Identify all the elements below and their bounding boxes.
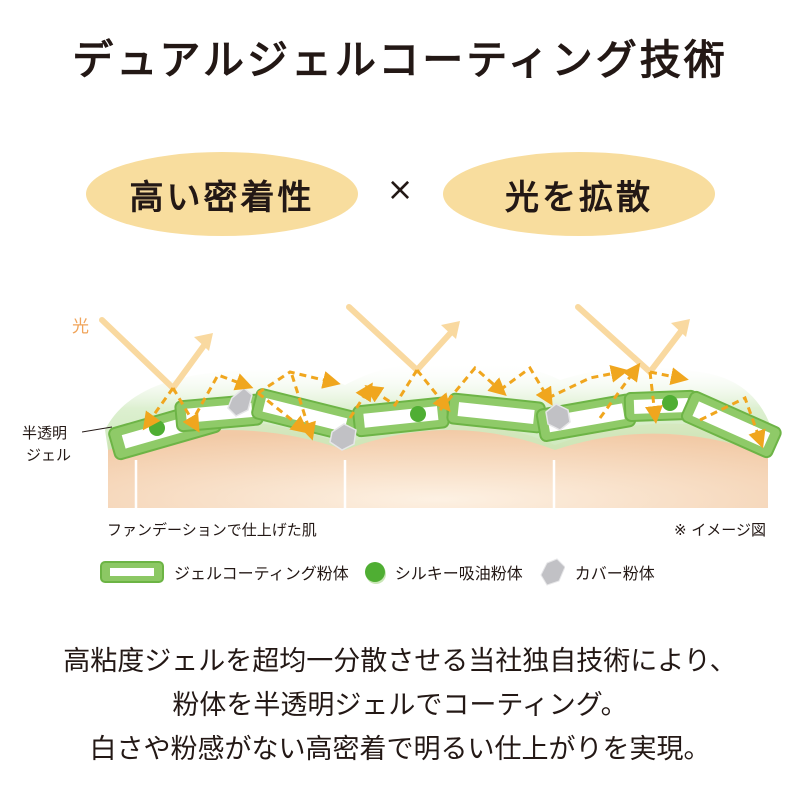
legend-label: シルキー吸油粉体: [394, 564, 523, 583]
description-line-2: 粉体を半透明ジェルでコーティング。: [172, 690, 628, 721]
legend-item-silky-powder: シルキー吸油粉体: [364, 560, 523, 584]
diagram-legend: ジェルコーティング粉体 シルキー吸油粉体 カバー粉体: [100, 556, 671, 588]
description-text: 高粘度ジェルを超均一分散させる当社独自技術により、 粉体を半透明ジェルでコーティ…: [0, 640, 800, 772]
feature-badge-adhesion: 高い密着性: [86, 152, 358, 236]
legend-label: ジェルコーティング粉体: [174, 564, 349, 583]
gel-coated-powder-icon: [100, 561, 164, 583]
description-line-3: 白さや粉感がない高密着で明るい仕上がりを実現。: [89, 734, 711, 765]
legend-label: カバー粉体: [574, 564, 655, 583]
gel-coating-diagram: [99, 304, 782, 508]
legend-item-gel-coated-powder: ジェルコーティング粉体: [100, 560, 349, 584]
feature-label-light-diffusion: 光を拡散: [505, 177, 653, 218]
silky-oil-absorbing-powder-icon: [364, 562, 385, 582]
gel-label-leader-line: [82, 426, 112, 433]
scattered-light-arrows: [142, 362, 766, 449]
translucent-gel-label-line1: 半透明: [22, 424, 68, 442]
translucent-gel-label: 半透明 ジェル: [22, 422, 71, 466]
page-title: デュアルジェルコーティング技術: [72, 36, 728, 84]
cover-powders: [227, 387, 571, 451]
multiply-symbol: ×: [386, 170, 414, 208]
skin-layer: [108, 421, 768, 508]
description-line-1: 高粘度ジェルを超均一分散させる当社独自技術により、: [63, 646, 737, 677]
feature-badge-light-diffusion: 光を拡散: [443, 152, 715, 236]
diagram-caption-image-note: ※ イメージ図: [673, 521, 766, 539]
feature-label-adhesion: 高い密着性: [129, 177, 315, 218]
cover-powder-icon: [540, 558, 565, 586]
translucent-gel-label-line2: ジェル: [26, 446, 72, 464]
light-label: 光: [72, 317, 89, 337]
legend-item-cover-powder: カバー粉体: [539, 557, 655, 587]
diagram-caption-skin: ファンデーションで仕上げた肌: [107, 521, 317, 539]
